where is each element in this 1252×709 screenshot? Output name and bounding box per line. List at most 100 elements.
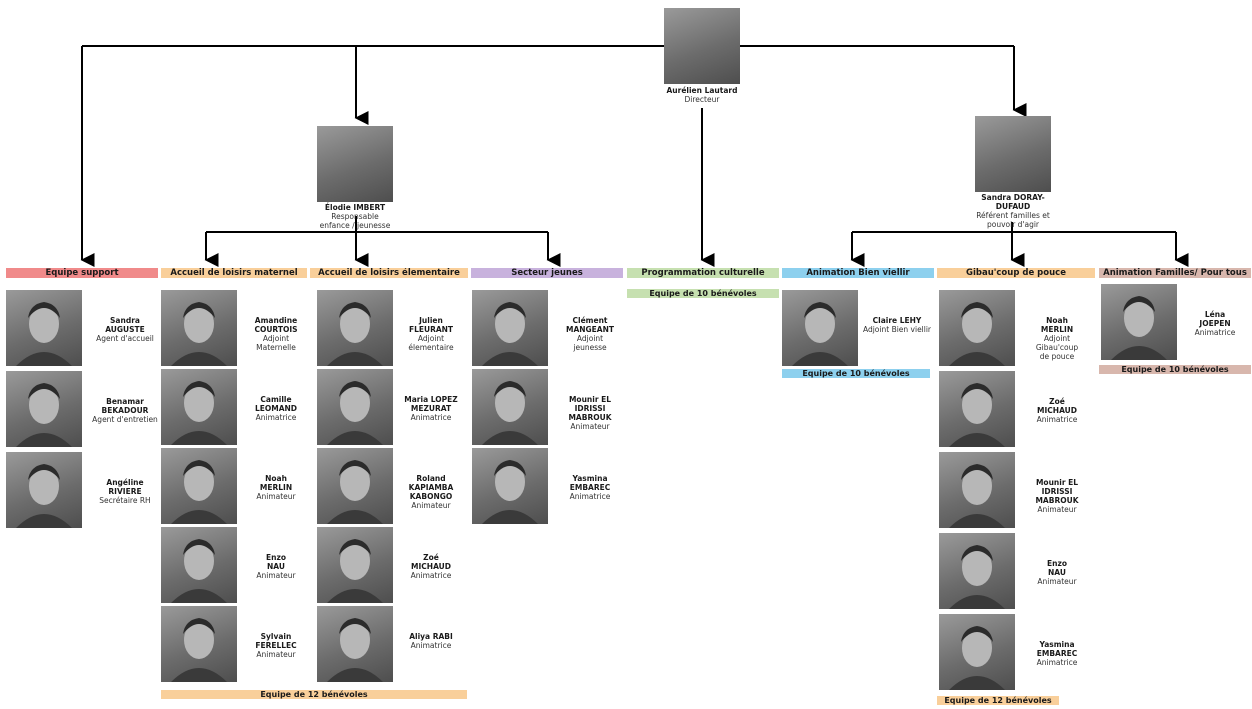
- member-role: Animatrice: [410, 641, 452, 650]
- member-role: Animatrice: [1036, 658, 1078, 667]
- jeunes-member-photo: [472, 290, 548, 366]
- member-role: Animateur: [570, 422, 610, 431]
- section-maternel: Accueil de loisirs maternel: [161, 268, 307, 278]
- section-bienvieillir: Animation Bien viellir: [782, 268, 934, 278]
- member-role: jeunesse: [573, 343, 607, 352]
- gibaucoup-member-photo: [939, 614, 1015, 690]
- member-name: Roland: [416, 474, 446, 483]
- member-name: MEZURAT: [410, 404, 452, 413]
- manager-right-label: Sandra DORAY- DUFAUD Référent familles e…: [950, 193, 1076, 229]
- member-name: Julien: [419, 316, 443, 325]
- member-name: MABROUK: [568, 413, 612, 422]
- manager-right-name-1: Sandra DORAY-: [981, 193, 1045, 202]
- manager-right-name-2: DUFAUD: [995, 202, 1031, 211]
- member-name: MERLIN: [259, 483, 293, 492]
- member-name: COURTOIS: [254, 325, 298, 334]
- volunteers-gibaucoup: Equipe de 12 bénévoles: [937, 696, 1059, 705]
- member-name: KAPIAMBA: [408, 483, 454, 492]
- manager-left-photo: [317, 126, 393, 202]
- member-name: Benamar: [106, 397, 144, 406]
- member-role: Adjoint: [576, 334, 604, 343]
- volunteers-bienvieillir: Equipe de 10 bénévoles: [782, 369, 930, 378]
- member-name: Zoé: [1049, 397, 1065, 406]
- member-name: Léna: [1204, 310, 1226, 319]
- manager-right-role-2: pouvoir d'agir: [986, 220, 1040, 229]
- member-role: Adjoint: [417, 334, 445, 343]
- member-role: Animatrice: [1194, 328, 1236, 337]
- member-role: Adjoint: [1043, 334, 1071, 343]
- maternel-member-photo: [161, 606, 237, 682]
- member-name: NAU: [267, 562, 285, 571]
- member-name: Camille: [260, 395, 292, 404]
- jeunes-member-photo: [472, 369, 548, 445]
- member-name: KABONGO: [409, 492, 453, 501]
- member-name: MICHAUD: [411, 562, 451, 571]
- member-role: Animateur: [256, 571, 296, 580]
- director-label: Aurélien Lautard Directeur: [640, 86, 764, 104]
- member-role: de pouce: [1039, 352, 1075, 361]
- member-role: Adjoint: [262, 334, 290, 343]
- member-role: Maternelle: [256, 343, 296, 352]
- volunteers-maternel-elementaire: Equipe de 12 bénévoles: [161, 690, 467, 699]
- support-member-photo: [6, 452, 82, 528]
- section-gibaucoup: Gibau'coup de pouce: [937, 268, 1095, 278]
- section-jeunes: Secteur jeunes: [471, 268, 623, 278]
- member-name: Aliya RABI: [409, 632, 453, 641]
- gibaucoup-member-photo: [939, 452, 1015, 528]
- gibaucoup-member-photo: [939, 533, 1015, 609]
- member-name: Angéline: [106, 478, 144, 487]
- member-role: Secrétaire RH: [99, 496, 151, 505]
- gibaucoup-member-photo: [939, 290, 1015, 366]
- elementaire-member-photo: [317, 606, 393, 682]
- elementaire-member-photo: [317, 369, 393, 445]
- volunteers-culture: Equipe de 10 bénévoles: [627, 289, 779, 298]
- member-name: Mounir EL IDRISSI: [568, 395, 612, 413]
- section-elementaire: Accueil de loisirs élementaire: [310, 268, 468, 278]
- maternel-member-photo: [161, 527, 237, 603]
- member-role: Animatrice: [255, 413, 297, 422]
- member-name: MICHAUD: [1037, 406, 1077, 415]
- manager-left-role-2: enfance / jeunesse: [319, 221, 391, 230]
- member-name: MERLIN: [1040, 325, 1074, 334]
- elementaire-member-photo: [317, 290, 393, 366]
- member-role: Agent d'accueil: [96, 334, 154, 343]
- support-member-photo: [6, 371, 82, 447]
- member-name: AUGUSTE: [105, 325, 145, 334]
- member-name: Enzo: [1047, 559, 1067, 568]
- member-name: FERELLEC: [255, 641, 297, 650]
- member-name: LEOMAND: [254, 404, 298, 413]
- director-photo: [664, 8, 740, 84]
- elementaire-member-photo: [317, 448, 393, 524]
- support-member-photo: [6, 290, 82, 366]
- section-culture: Programmation culturelle: [627, 268, 779, 278]
- member-name: MANGEANT: [565, 325, 615, 334]
- member-role: Animateur: [256, 492, 296, 501]
- member-name: Clément: [572, 316, 608, 325]
- section-support: Equipe support: [6, 268, 158, 278]
- member-name: EMBAREC: [569, 483, 611, 492]
- member-role: Animatrice: [569, 492, 611, 501]
- manager-left-role-1: Responsable: [331, 212, 379, 221]
- member-name: Enzo: [266, 553, 286, 562]
- member-role: Animatrice: [410, 571, 452, 580]
- familles-member-photo: [1101, 284, 1177, 360]
- member-name: Claire LEHY: [872, 316, 922, 325]
- member-name: Mounir EL IDRISSI: [1035, 478, 1079, 496]
- volunteers-familles: Equipe de 10 bénévoles: [1099, 365, 1251, 374]
- manager-left-name: Élodie IMBERT: [324, 203, 386, 212]
